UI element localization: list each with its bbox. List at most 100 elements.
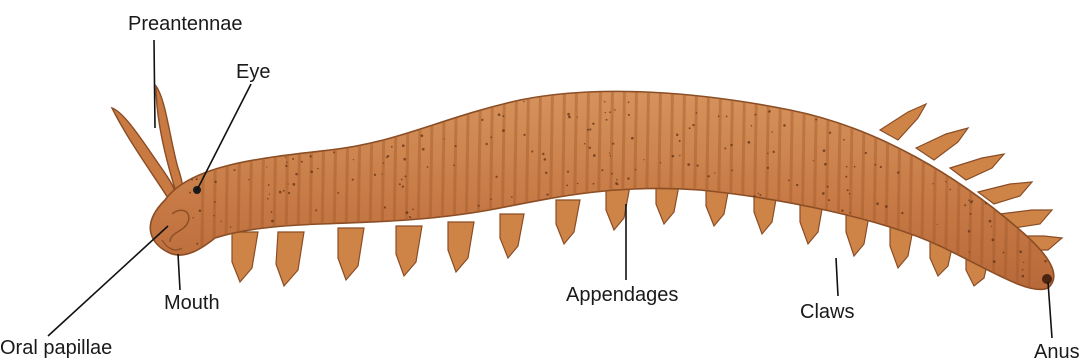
body-speckle — [304, 101, 306, 103]
body-stripe — [393, 60, 397, 300]
body-speckle — [498, 281, 500, 283]
body-speckle — [771, 131, 773, 133]
body-speckle — [260, 110, 263, 113]
body-speckle — [474, 105, 475, 106]
body-speckle — [209, 257, 211, 259]
leader-anus — [1048, 282, 1052, 338]
body-speckle — [199, 209, 202, 212]
body-speckle — [813, 160, 814, 161]
body-speckle — [453, 165, 455, 167]
body-speckle — [309, 242, 311, 244]
body-speckle — [616, 179, 618, 181]
body-speckle — [865, 152, 867, 154]
body-speckle — [679, 140, 681, 142]
body-speckle — [628, 114, 630, 116]
body-speckle — [285, 165, 287, 167]
body-stripe — [717, 60, 721, 300]
body-speckle — [989, 220, 992, 223]
body-speckle — [1025, 115, 1028, 118]
body-speckle — [714, 265, 716, 267]
body-speckle — [593, 154, 596, 157]
body-stripe — [213, 60, 217, 300]
body-speckle — [731, 170, 733, 172]
body-speckle — [869, 234, 871, 236]
body-speckle — [730, 144, 732, 146]
body-speckle — [771, 276, 773, 278]
appendage — [978, 182, 1032, 204]
body-speckle — [788, 180, 790, 182]
body-stripe — [321, 60, 325, 300]
body-speckle — [614, 109, 616, 111]
body-speckle — [605, 112, 606, 113]
body-speckle — [676, 134, 679, 137]
body-speckle — [936, 224, 937, 225]
body-speckle — [304, 269, 306, 271]
body-stripe — [861, 60, 865, 300]
body-speckle — [511, 196, 513, 198]
body-speckle — [337, 192, 339, 194]
body-speckle — [282, 129, 283, 130]
body-speckle — [593, 278, 595, 280]
body-speckle — [788, 103, 791, 106]
body-speckle — [530, 259, 531, 260]
body-speckle — [321, 263, 323, 265]
body-stripe — [825, 60, 829, 300]
body-speckle — [555, 266, 557, 268]
body-speckle — [666, 223, 668, 225]
body-speckle — [191, 138, 193, 140]
body-stripe — [957, 60, 961, 300]
body-speckle — [737, 224, 739, 226]
body-speckle — [487, 284, 490, 287]
body-speckle — [567, 171, 569, 173]
body-speckle — [815, 119, 817, 121]
body-speckle — [326, 274, 328, 276]
leader-claws — [836, 258, 838, 296]
body-speckle — [268, 184, 270, 186]
body-speckle — [696, 244, 698, 246]
body-speckle — [977, 136, 979, 138]
body-stripe — [477, 60, 481, 300]
body-speckle — [288, 183, 289, 184]
body-speckle — [192, 285, 194, 287]
body-speckle — [1017, 143, 1020, 146]
body-speckle — [907, 134, 908, 135]
body-speckle — [295, 173, 298, 176]
body-speckle — [606, 119, 608, 121]
body-stripe — [801, 60, 805, 300]
body-speckle — [191, 179, 193, 181]
body-speckle — [296, 122, 297, 123]
body-speckle — [379, 122, 381, 124]
body-speckle — [403, 158, 406, 161]
body-speckle — [724, 147, 726, 149]
body-speckle — [402, 144, 405, 147]
body-speckle — [584, 143, 586, 145]
body-speckle — [857, 274, 858, 275]
body-speckle — [293, 183, 296, 186]
body-speckle — [1022, 275, 1025, 278]
body-speckle — [1022, 129, 1024, 131]
body-speckle — [601, 169, 603, 171]
body-stripe — [741, 60, 745, 300]
body-speckle — [310, 170, 313, 173]
body-speckle — [271, 211, 273, 213]
body-speckle — [214, 201, 216, 203]
body-speckle — [253, 100, 255, 102]
body-stripe — [525, 60, 529, 300]
body-speckle — [776, 234, 777, 235]
body-speckle — [427, 166, 429, 168]
body-speckle — [609, 111, 611, 113]
body-stripe — [489, 60, 493, 300]
body-speckle — [399, 278, 400, 279]
body-speckle — [234, 169, 236, 171]
body-speckle — [714, 172, 715, 173]
body-speckle — [257, 266, 259, 268]
body-speckle — [968, 230, 971, 233]
label-eye: Eye — [236, 61, 270, 83]
body-speckle — [221, 105, 224, 108]
body-speckle — [960, 150, 961, 151]
body-speckle — [729, 257, 731, 259]
body-speckle — [593, 183, 595, 185]
body-stripe — [789, 60, 793, 300]
body-speckle — [1022, 269, 1024, 271]
body-speckle — [877, 125, 878, 126]
